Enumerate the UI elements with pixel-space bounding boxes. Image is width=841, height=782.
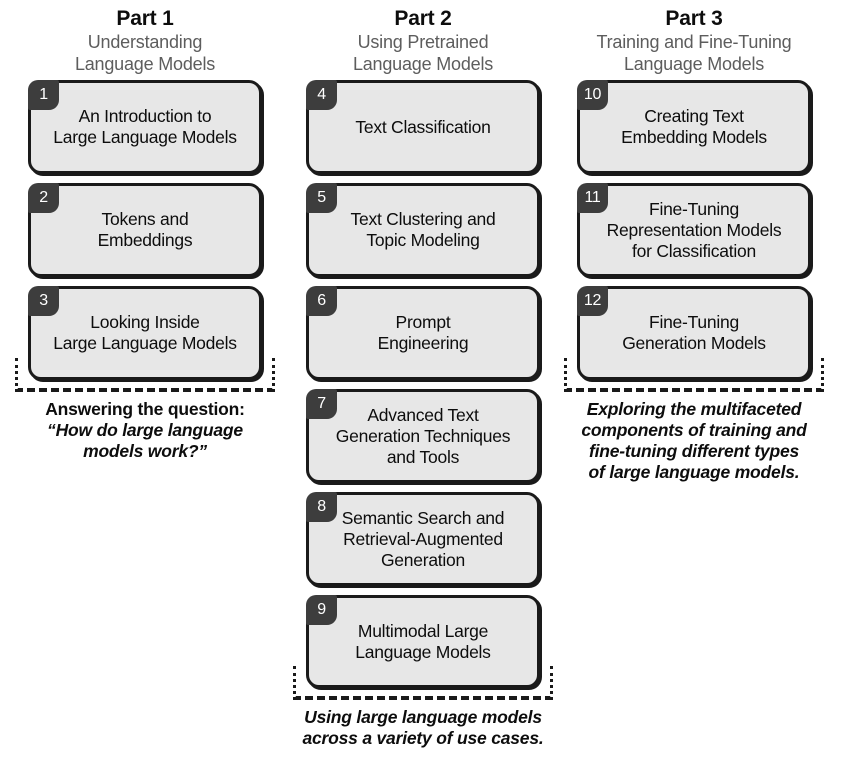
part-1-subtitle: Understanding Language Models bbox=[74, 32, 216, 74]
part-3-header: Part 3 Training and Fine-Tuning Language… bbox=[563, 0, 825, 75]
chapter-number-badge: 4 bbox=[306, 80, 337, 110]
part-3-chapter-list: 10 Creating Text Embedding Models 11 Fin… bbox=[563, 80, 825, 392]
chapter-number-badge: 1 bbox=[28, 80, 59, 110]
chapter-title: An Introduction to Large Language Models bbox=[53, 106, 237, 147]
part-2-subtitle: Using Pretrained Language Models bbox=[352, 32, 494, 74]
chapter-number-badge: 3 bbox=[28, 286, 59, 316]
part-1-title: Part 1 bbox=[116, 7, 174, 30]
chapter-number-badge: 6 bbox=[306, 286, 337, 316]
chapter-title: Tokens and Embeddings bbox=[97, 209, 193, 250]
chapter-box-7[interactable]: 7 Advanced Text Generation Techniques an… bbox=[306, 389, 540, 483]
chapter-title: Advanced Text Generation Techniques and … bbox=[335, 404, 511, 467]
part-3-caption-text: Exploring the multifaceted components of… bbox=[581, 399, 807, 482]
part-column-3: Part 3 Training and Fine-Tuning Language… bbox=[563, 0, 825, 483]
chapter-number-badge: 12 bbox=[577, 286, 608, 316]
part-column-1: Part 1 Understanding Language Models 1 A… bbox=[14, 0, 276, 462]
chapter-box-10[interactable]: 10 Creating Text Embedding Models bbox=[577, 80, 811, 174]
chapter-title: Text Clustering and Topic Modeling bbox=[350, 209, 496, 250]
part-1-group: 1 An Introduction to Large Language Mode… bbox=[14, 80, 276, 392]
part-1-header: Part 1 Understanding Language Models bbox=[14, 0, 276, 75]
chapter-number-badge: 7 bbox=[306, 389, 337, 419]
chapter-title: Fine-Tuning Representation Models for Cl… bbox=[606, 198, 782, 261]
part-2-title: Part 2 bbox=[394, 7, 452, 30]
chapter-box-6[interactable]: 6 Prompt Engineering bbox=[306, 286, 540, 380]
chapter-number-badge: 8 bbox=[306, 492, 337, 522]
chapter-title: Fine-Tuning Generation Models bbox=[622, 312, 766, 353]
chapter-number-badge: 2 bbox=[28, 183, 59, 213]
part-2-chapter-list: 4 Text Classification 5 Text Clustering … bbox=[292, 80, 554, 700]
chapter-title: Looking Inside Large Language Models bbox=[53, 312, 237, 353]
chapter-number-badge: 9 bbox=[306, 595, 337, 625]
chapter-title: Multimodal Large Language Models bbox=[355, 620, 491, 662]
part-3-subtitle: Training and Fine-Tuning Language Models bbox=[596, 32, 792, 74]
chapter-title: Prompt Engineering bbox=[377, 312, 469, 353]
part-3-caption: Exploring the multifaceted components of… bbox=[563, 399, 825, 483]
part-column-2: Part 2 Using Pretrained Language Models … bbox=[292, 0, 554, 749]
chapter-title: Text Classification bbox=[355, 116, 491, 137]
chapter-title: Creating Text Embedding Models bbox=[621, 106, 767, 147]
part-1-caption-lead: Answering the question: bbox=[45, 399, 245, 419]
part-2-caption: Using large language models across a var… bbox=[292, 707, 554, 749]
chapter-box-8[interactable]: 8 Semantic Search and Retrieval-Augmente… bbox=[306, 492, 540, 586]
chapter-number-badge: 11 bbox=[577, 183, 608, 213]
chapter-box-5[interactable]: 5 Text Clustering and Topic Modeling bbox=[306, 183, 540, 277]
chapter-box-9[interactable]: 9 Multimodal Large Language Models bbox=[306, 595, 540, 688]
part-2-header: Part 2 Using Pretrained Language Models bbox=[292, 0, 554, 75]
part-1-caption: Answering the question: “How do large la… bbox=[14, 399, 276, 462]
chapter-box-1[interactable]: 1 An Introduction to Large Language Mode… bbox=[28, 80, 262, 174]
part-3-group: 10 Creating Text Embedding Models 11 Fin… bbox=[563, 80, 825, 392]
part-1-chapter-list: 1 An Introduction to Large Language Mode… bbox=[14, 80, 276, 392]
part-1-caption-quote: “How do large language models work?” bbox=[47, 420, 243, 461]
chapter-number-badge: 10 bbox=[577, 80, 608, 110]
chapter-box-12[interactable]: 12 Fine-Tuning Generation Models bbox=[577, 286, 811, 380]
part-2-caption-text: Using large language models across a var… bbox=[302, 707, 544, 748]
part-2-group: 4 Text Classification 5 Text Clustering … bbox=[292, 80, 554, 700]
chapter-box-3[interactable]: 3 Looking Inside Large Language Models bbox=[28, 286, 262, 380]
chapter-box-11[interactable]: 11 Fine-Tuning Representation Models for… bbox=[577, 183, 811, 277]
chapter-box-4[interactable]: 4 Text Classification bbox=[306, 80, 540, 174]
chapter-number-badge: 5 bbox=[306, 183, 337, 213]
chapter-title: Semantic Search and Retrieval-Augmented … bbox=[341, 507, 505, 570]
chapter-box-2[interactable]: 2 Tokens and Embeddings bbox=[28, 183, 262, 277]
part-3-title: Part 3 bbox=[665, 7, 723, 30]
